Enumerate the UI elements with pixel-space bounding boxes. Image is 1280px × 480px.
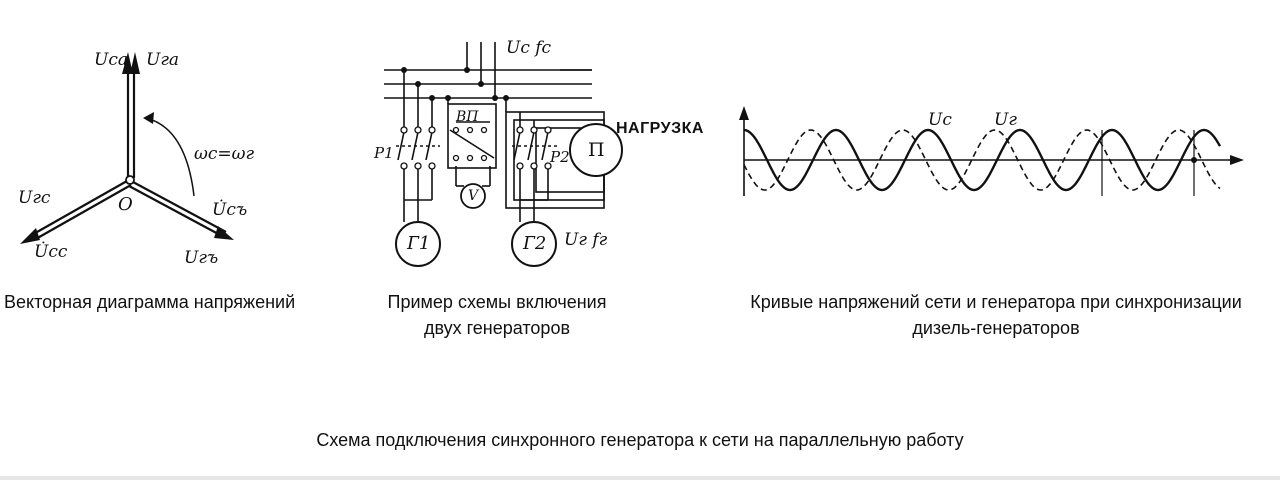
label-g1: Г1 — [407, 233, 431, 254]
label-load: НАГРУЗКА — [616, 120, 704, 137]
origin-point — [125, 175, 135, 185]
arrowhead-u-ga — [130, 52, 140, 74]
voltmeter-circle — [460, 183, 486, 209]
arrowhead-u-cc — [20, 228, 40, 244]
label-u-ca: Uca — [94, 50, 128, 70]
vector-u-gc — [29, 180, 128, 237]
label-uc-curve: Uc — [928, 110, 952, 130]
vector-u-gb — [128, 185, 223, 237]
label-p1: P1 — [374, 144, 394, 162]
rotation-arc — [145, 117, 195, 197]
figure-title: Схема подключения синхронного генератора… — [316, 430, 964, 450]
circuit-caption-line-2: двух генераторов — [423, 318, 571, 338]
waveform-caption-line-2: дизель-генераторов — [912, 318, 1080, 338]
label-u-cc: U̇cc — [34, 242, 68, 262]
vector-u-cb — [132, 181, 227, 233]
y-axis-arrowhead — [739, 106, 749, 120]
label-origin: O — [118, 194, 133, 215]
label-consumer: П — [588, 139, 605, 161]
vector-diagram-drawing — [20, 52, 234, 244]
label-vp: ВП — [456, 109, 479, 125]
label-uc-fc: Uc fc — [506, 38, 552, 58]
circuit-diagram: Uc fc НАГРУЗКА ВП P1 P2 V П Г1 Г2 Uг fг — [360, 0, 720, 290]
arrowhead-u-ca — [122, 52, 133, 74]
label-voltmeter: V — [468, 188, 479, 204]
label-u-cb: U̇cъ — [212, 200, 248, 220]
label-p2: P2 — [550, 148, 570, 166]
bottom-divider — [0, 476, 1280, 480]
rotation-arrowhead — [143, 112, 154, 124]
waveform-caption: Кривые напряжений сети и генератора при … — [736, 289, 1256, 341]
sync-point — [1191, 157, 1197, 163]
circuit-drawing — [384, 42, 623, 267]
circuit-caption-line-1: Пример схемы включения — [387, 292, 607, 312]
load-machine-circle — [569, 123, 623, 177]
waveform-diagram: Uc Uг — [730, 100, 1270, 220]
label-u-gc: Uгc — [18, 188, 51, 208]
waveform-drawing — [739, 106, 1244, 196]
vector-diagram-caption: Векторная диаграмма напряжений — [4, 292, 296, 312]
curve-uc — [743, 128, 1222, 192]
label-g2: Г2 — [523, 233, 547, 254]
circuit-caption: Пример схемы включения двух генераторов — [366, 289, 628, 341]
vector-diagram: Uca Uгa ωc=ωг O Uгc U̇cc U̇cъ Uгъ — [0, 0, 360, 330]
label-omega: ωc=ωг — [194, 144, 255, 164]
label-u-gb: Uгъ — [184, 248, 219, 268]
vector-u-cc — [33, 184, 132, 241]
waveform-caption-line-1: Кривые напряжений сети и генератора при … — [750, 292, 1242, 312]
label-ug-fg: Uг fг — [564, 230, 608, 250]
label-ug-curve: Uг — [994, 110, 1017, 130]
x-axis-arrowhead — [1230, 155, 1244, 165]
arrowhead-u-gb — [214, 226, 234, 240]
label-u-ga: Uгa — [146, 50, 180, 70]
